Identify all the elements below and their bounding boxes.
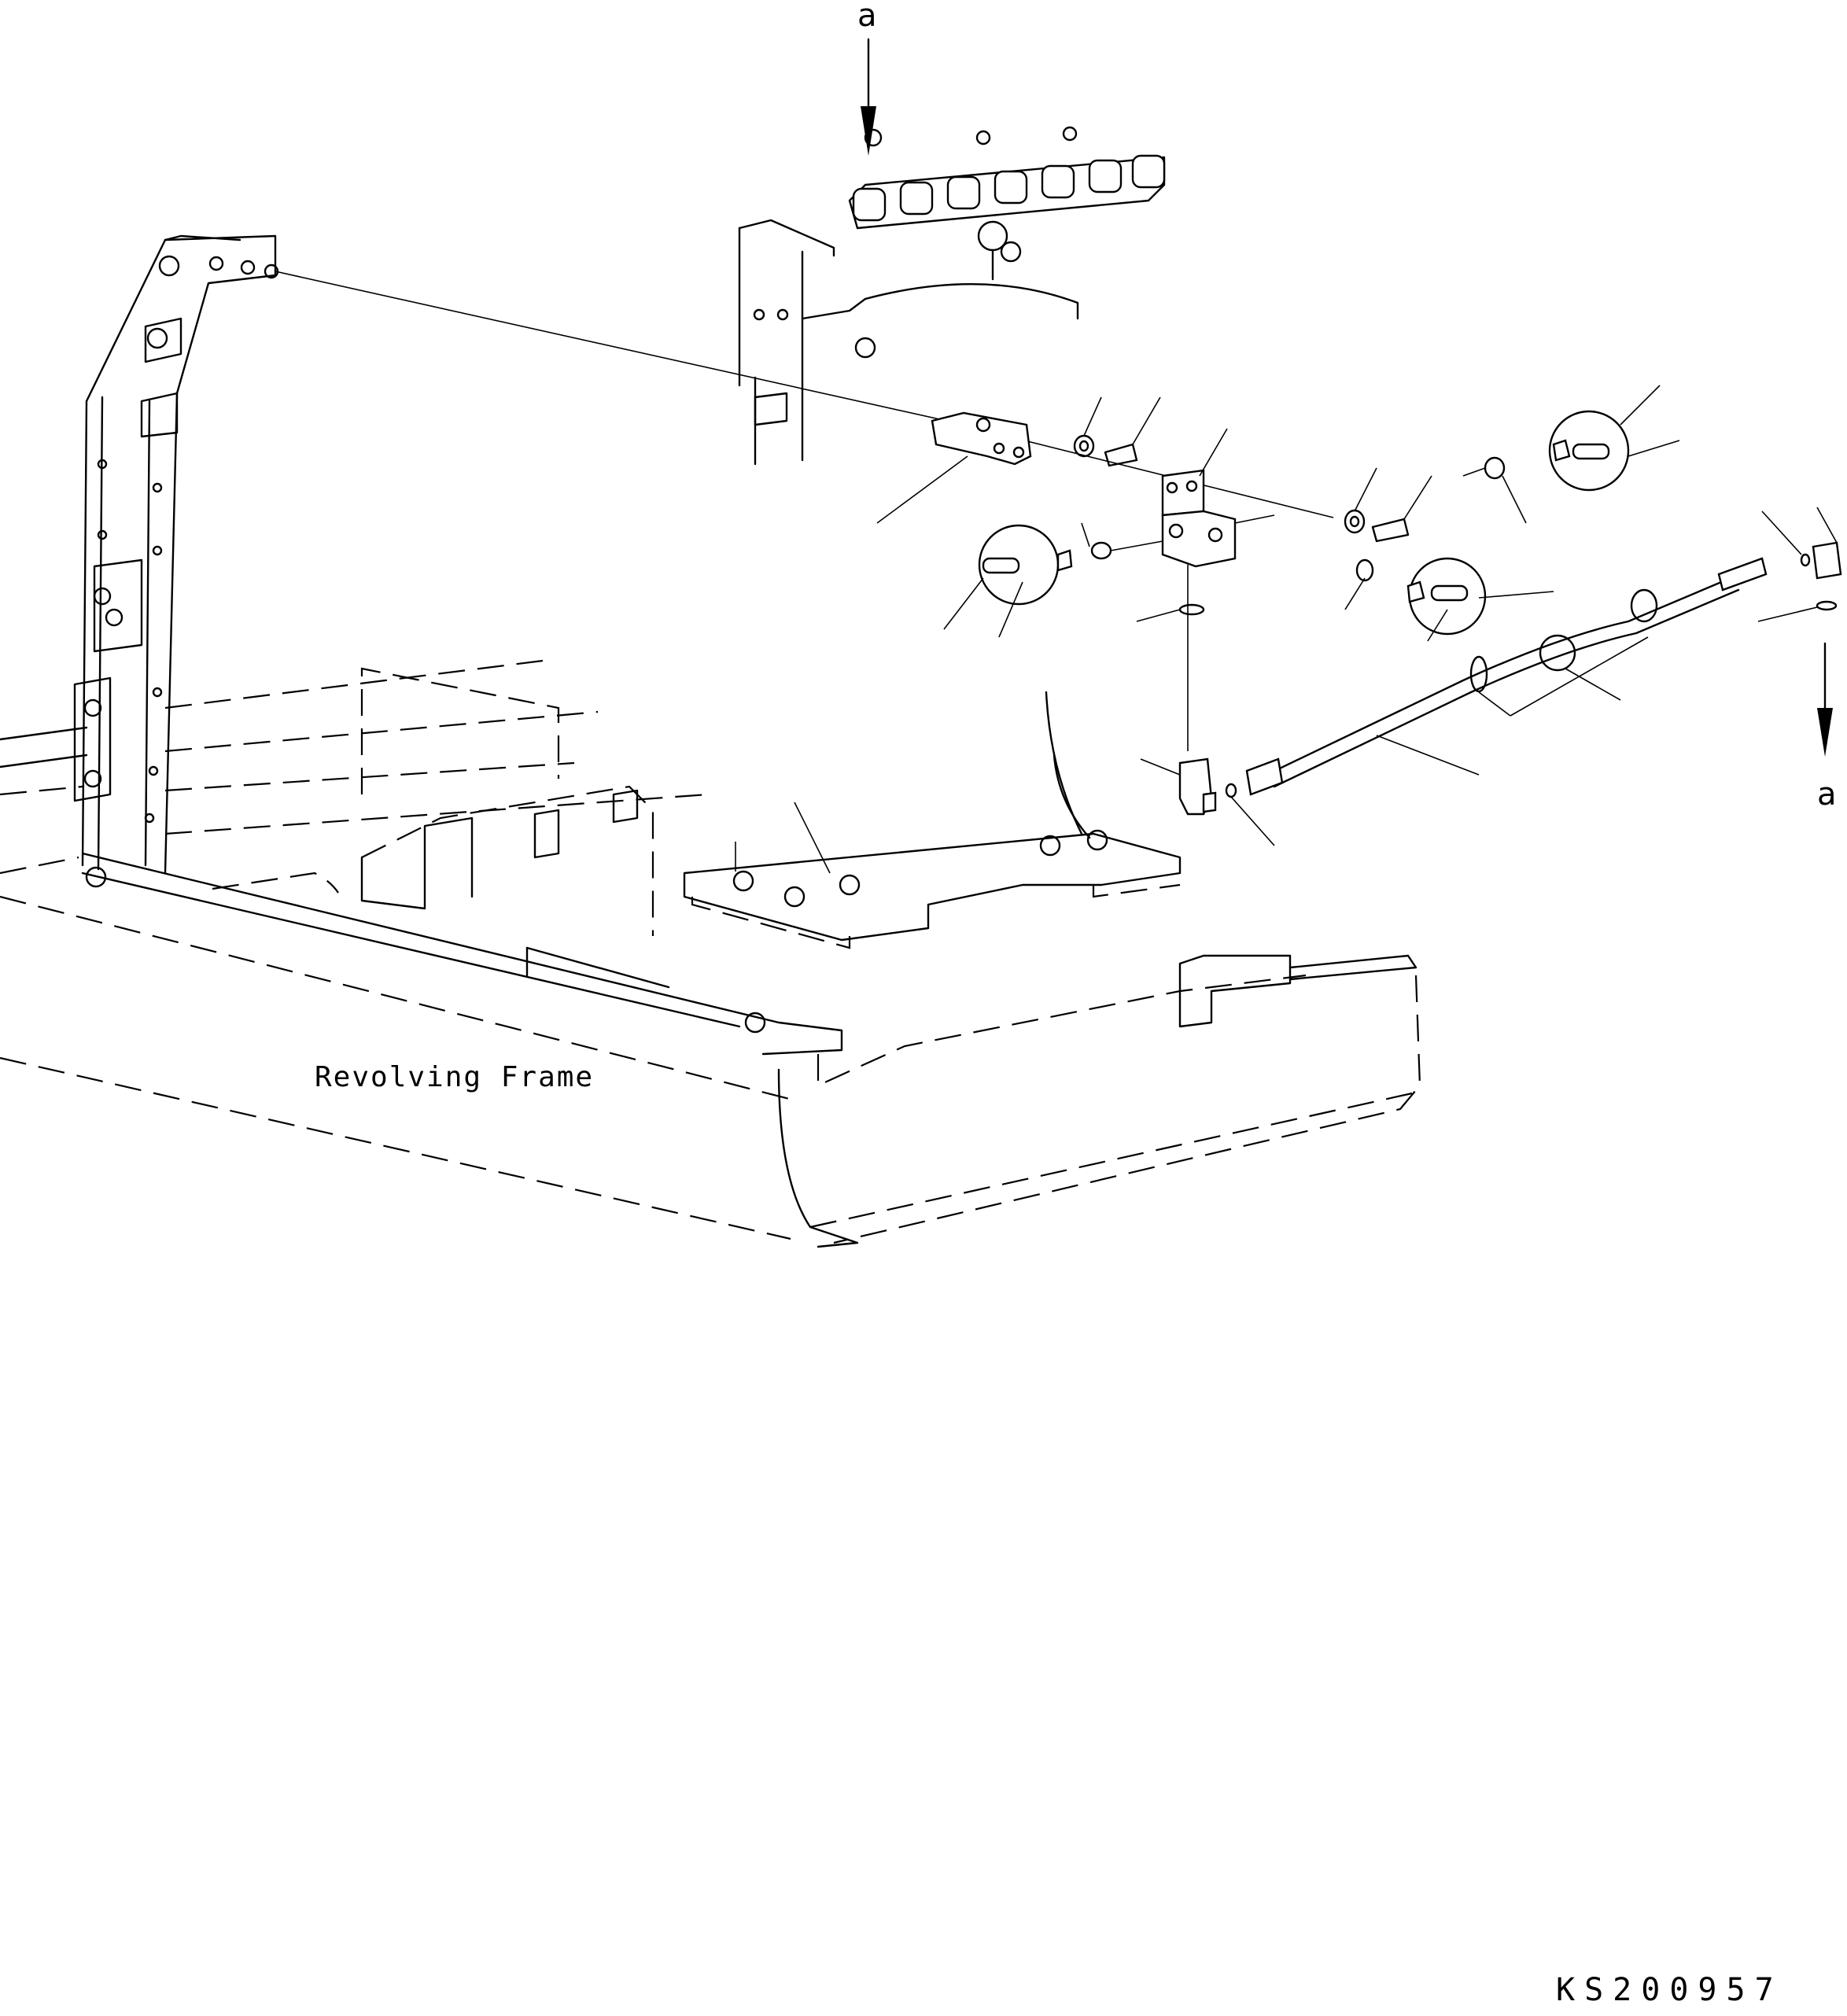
revolving-frame-label: Revolving Frame <box>315 1061 595 1093</box>
fasteners <box>1073 396 1432 610</box>
mounting-bracket <box>876 411 1032 524</box>
valve-spools <box>852 154 1166 222</box>
valve-manifold <box>848 126 1166 281</box>
view-marker-right: a <box>1817 776 1837 813</box>
drawing-code: KS200957 <box>1556 1972 1783 2008</box>
mount-blocks <box>683 691 1182 949</box>
view-marker-top: a <box>857 0 877 34</box>
right-elbow-fitting <box>1757 507 1842 622</box>
hose-assembly <box>1245 557 1768 796</box>
cab-support-panel <box>738 219 1079 466</box>
elbow-fitting <box>1140 757 1275 846</box>
revolving-frame-base <box>0 852 1421 1248</box>
detail-circle-top-right <box>1462 385 1680 524</box>
inner-frame-structure <box>212 667 654 936</box>
view-arrow-right <box>1817 642 1833 757</box>
detail-circle-right <box>1406 557 1554 642</box>
view-arrow-top <box>861 38 876 156</box>
detail-circle-left <box>943 524 1073 638</box>
junction-block <box>1081 428 1275 751</box>
frame-column <box>73 234 279 875</box>
frame-beams <box>0 659 709 875</box>
